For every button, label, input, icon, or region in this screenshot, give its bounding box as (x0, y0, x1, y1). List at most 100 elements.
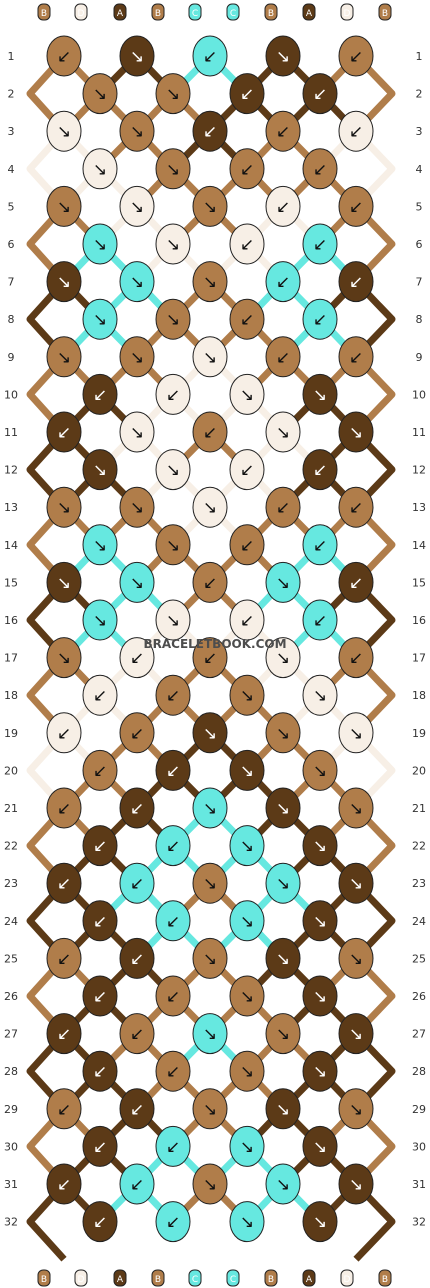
knot: ↙ (155, 975, 191, 1017)
knot: ↘ (302, 825, 338, 867)
knot-arrow-icon: ↘ (240, 1213, 254, 1233)
row-number-left: 24 (4, 915, 18, 928)
knot: ↙ (229, 524, 265, 566)
knot: ↙ (229, 298, 265, 340)
string-letter: B (41, 9, 47, 19)
knot-arrow-icon: ↘ (166, 611, 180, 631)
row-number-left: 23 (4, 877, 18, 890)
knot: ↙ (155, 1125, 191, 1167)
knot-arrow-icon: ↘ (240, 761, 254, 781)
knot-arrow-icon: ↙ (93, 837, 107, 857)
row-number-right: 16 (412, 614, 426, 627)
knot-arrow-icon: ↙ (93, 686, 107, 706)
knot: ↘ (338, 937, 374, 979)
knot: ↘ (46, 110, 82, 152)
knot: ↘ (229, 749, 265, 791)
knot: ↙ (265, 185, 301, 227)
row-number-right: 2 (416, 88, 423, 101)
knot: ↙ (46, 937, 82, 979)
string-tab (151, 3, 165, 21)
row-number-right: 30 (412, 1140, 426, 1153)
row-number-right: 29 (412, 1103, 426, 1116)
knot-arrow-icon: ↘ (276, 949, 290, 969)
knot: ↘ (302, 900, 338, 942)
knot: ↙ (119, 1163, 155, 1205)
knot: ↙ (338, 336, 374, 378)
row-number-left: 32 (4, 1216, 18, 1229)
knot: ↙ (119, 787, 155, 829)
knot: ↘ (338, 1013, 374, 1055)
knot-arrow-icon: ↘ (166, 85, 180, 105)
knot: ↘ (119, 261, 155, 303)
row-number-left: 12 (4, 464, 18, 477)
knot-arrow-icon: ↘ (276, 573, 290, 593)
knot: ↙ (265, 110, 301, 152)
knot-arrow-icon: ↘ (203, 1175, 217, 1195)
knot-arrow-icon: ↘ (166, 235, 180, 255)
knot: ↘ (265, 787, 301, 829)
row-number-right: 5 (416, 200, 423, 213)
knot-arrow-icon: ↙ (276, 122, 290, 142)
knot-arrow-icon: ↘ (130, 47, 144, 67)
row-number-left: 7 (8, 276, 15, 289)
knot: ↘ (119, 185, 155, 227)
knot: ↘ (229, 1125, 265, 1167)
knot: ↙ (302, 148, 338, 190)
knot: ↙ (338, 486, 374, 528)
knot: ↘ (82, 599, 118, 641)
knot: ↙ (192, 637, 228, 679)
knot-arrow-icon: ↙ (130, 1025, 144, 1045)
knot-arrow-icon: ↘ (349, 724, 363, 744)
knot-arrow-icon: ↘ (57, 273, 71, 293)
row-number-right: 31 (412, 1178, 426, 1191)
knot: ↘ (229, 975, 265, 1017)
row-number-right: 7 (416, 276, 423, 289)
knot-arrow-icon: ↘ (349, 1025, 363, 1045)
knot-arrow-icon: ↘ (166, 461, 180, 481)
knot-arrow-icon: ↙ (349, 348, 363, 368)
knot: ↙ (338, 261, 374, 303)
row-number-left: 27 (4, 1028, 18, 1041)
knot: ↙ (302, 449, 338, 491)
row-number-right: 23 (412, 877, 426, 890)
knot: ↙ (265, 261, 301, 303)
knot: ↙ (302, 223, 338, 265)
knot-arrow-icon: ↙ (130, 799, 144, 819)
knot-arrow-icon: ↙ (240, 461, 254, 481)
knot-arrow-icon: ↘ (313, 912, 327, 932)
knot-arrow-icon: ↘ (93, 235, 107, 255)
string-tab (302, 3, 316, 21)
knot: ↙ (302, 524, 338, 566)
knot: ↙ (229, 223, 265, 265)
knot-arrow-icon: ↙ (276, 498, 290, 518)
string-tab (340, 1269, 354, 1287)
knot: ↘ (192, 486, 228, 528)
knot: ↘ (265, 637, 301, 679)
row-number-right: 19 (412, 727, 426, 740)
row-number-left: 15 (4, 576, 18, 589)
knot: ↘ (119, 35, 155, 77)
string-tab (37, 1269, 51, 1287)
knot-arrow-icon: ↙ (130, 949, 144, 969)
knot-arrow-icon: ↙ (349, 649, 363, 669)
knot: ↘ (192, 862, 228, 904)
knot-arrow-icon: ↘ (166, 536, 180, 556)
knot-arrow-icon: ↙ (349, 197, 363, 217)
string-letter: C (192, 9, 198, 19)
knot: ↘ (229, 1201, 265, 1243)
knot-arrow-icon: ↘ (276, 47, 290, 67)
knot-arrow-icon: ↙ (349, 273, 363, 293)
knot: ↙ (338, 35, 374, 77)
string-tab (74, 3, 88, 21)
knot-arrow-icon: ↙ (313, 85, 327, 105)
string-tab (113, 1269, 127, 1287)
knot: ↙ (46, 1163, 82, 1205)
knot: ↘ (302, 674, 338, 716)
row-number-right: 32 (412, 1216, 426, 1229)
knot: ↘ (119, 336, 155, 378)
knot: ↙ (155, 373, 191, 415)
knot-arrow-icon: ↙ (93, 1062, 107, 1082)
knot-arrow-icon: ↘ (313, 1213, 327, 1233)
row-number-left: 13 (4, 501, 18, 514)
knot-arrow-icon: ↙ (240, 611, 254, 631)
